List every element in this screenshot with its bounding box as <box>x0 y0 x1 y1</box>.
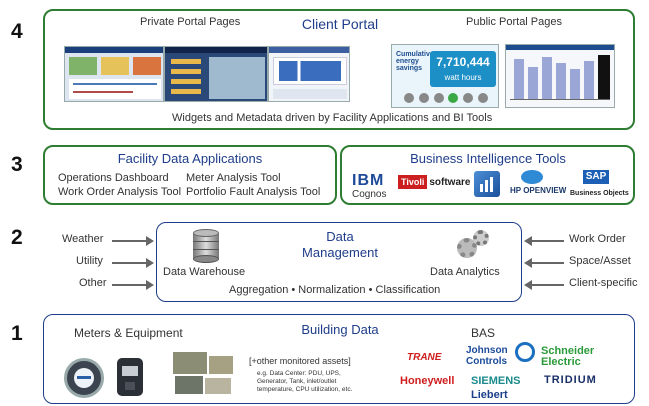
input-utility: Utility <box>76 255 103 267</box>
other-assets-title: [+other monitored assets] <box>249 356 351 366</box>
layer-number-4: 4 <box>11 20 23 43</box>
energy-widget-headline-1: Cumulative <box>396 51 434 58</box>
schneider-electric-logo: Schneider Electric <box>541 345 595 368</box>
data-management-title-line1: Data <box>326 229 354 244</box>
ibm-logo: IBM <box>352 172 385 189</box>
input-work-order: Work Order <box>569 233 626 245</box>
gears-icon <box>455 230 491 262</box>
app-work-order-analysis-tool: Work Order Analysis Tool <box>58 186 182 198</box>
portal-screenshot-energy-savings: Cumulative energy savings 7,710,444 watt… <box>391 44 499 108</box>
johnson-controls-icon <box>515 342 535 362</box>
other-assets-detail: e.g. Data Center: PDU, UPS, Generator, T… <box>257 370 352 394</box>
client-portal-title: Client Portal <box>301 16 379 32</box>
private-portal-label: Private Portal Pages <box>140 16 241 28</box>
data-management-caption: Aggregation • Normalization • Classifica… <box>229 284 441 296</box>
layer-number-1: 1 <box>11 322 23 345</box>
client-portal-caption: Widgets and Metadata driven by Facility … <box>172 112 493 124</box>
arrow-space-asset <box>524 258 564 268</box>
portal-screenshot-analysis <box>268 46 350 102</box>
business-objects-label: Business Objects <box>570 190 629 197</box>
tivoli-logo: Tivoli software <box>398 174 471 190</box>
input-space-asset: Space/Asset <box>569 255 631 267</box>
app-operations-dashboard: Operations Dashboard <box>58 172 169 184</box>
bas-label: BAS <box>471 326 496 340</box>
data-analytics-label: Data Analytics <box>430 266 500 278</box>
app-meter-analysis-tool: Meter Analysis Tool <box>186 172 281 184</box>
gas-meter-icon <box>117 358 143 396</box>
meters-equipment-label: Meters & Equipment <box>74 326 183 340</box>
trane-logo: TRANE <box>407 352 442 363</box>
building-data-title: Building Data <box>301 322 379 337</box>
cognos-label: Cognos <box>352 189 387 200</box>
input-client-specific: Client-specific <box>569 277 638 289</box>
other-assets-detail-line2: Generator, Tank, inlet/outlet <box>257 378 337 385</box>
layer-number-2: 2 <box>11 226 23 249</box>
liebert-logo: Liebert <box>471 389 508 401</box>
tridium-logo: TRIDIUM <box>544 374 597 386</box>
database-icon <box>193 229 219 263</box>
arrow-work-order <box>524 236 564 246</box>
input-weather: Weather <box>62 233 104 245</box>
facility-apps-title: Facility Data Applications <box>117 151 263 166</box>
data-warehouse-label: Data Warehouse <box>163 266 246 278</box>
data-management-title-line2: Management <box>302 245 378 260</box>
layer-number-3: 3 <box>11 153 23 176</box>
hp-openview-icon <box>521 170 543 184</box>
other-assets-detail-line1: e.g. Data Center: PDU, UPS, <box>257 370 341 377</box>
arrow-utility <box>112 258 154 268</box>
equipment-icon <box>173 352 235 400</box>
portal-screenshot-dashboard <box>64 46 164 102</box>
tivoli-software-label: software <box>429 176 471 188</box>
electric-meter-icon <box>64 358 104 398</box>
energy-widget-unit: watt hours <box>444 73 482 82</box>
bi-chart-icon <box>474 171 500 197</box>
arrow-weather <box>112 236 154 246</box>
sap-logo: SAP <box>583 170 609 184</box>
energy-widget-value: 7,710,444 <box>436 55 490 69</box>
input-other: Other <box>79 277 107 289</box>
app-portfolio-fault-analysis-tool: Portfolio Fault Analysis Tool <box>186 186 321 198</box>
facility-apps-box <box>43 145 337 205</box>
portal-screenshot-map <box>164 46 268 102</box>
energy-widget-nav <box>404 93 488 103</box>
hp-openview-label: HP OPENVIEW <box>510 186 567 195</box>
other-assets-detail-line3: temperature, CPU utilization, etc. <box>257 386 353 393</box>
energy-widget-headline-3: savings <box>396 65 423 72</box>
siemens-logo: SIEMENS <box>471 375 521 387</box>
energy-widget-headline-2: energy <box>396 58 419 65</box>
public-portal-label: Public Portal Pages <box>466 16 562 28</box>
johnson-controls-logo: Johnson Controls <box>466 345 508 367</box>
portal-screenshot-bar-chart <box>505 44 615 108</box>
arrow-other <box>112 280 154 290</box>
honeywell-logo: Honeywell <box>400 375 455 387</box>
bi-tools-title: Business Intelligence Tools <box>410 151 566 166</box>
tivoli-mark: Tivoli <box>398 175 428 189</box>
arrow-client-specific <box>524 280 564 290</box>
